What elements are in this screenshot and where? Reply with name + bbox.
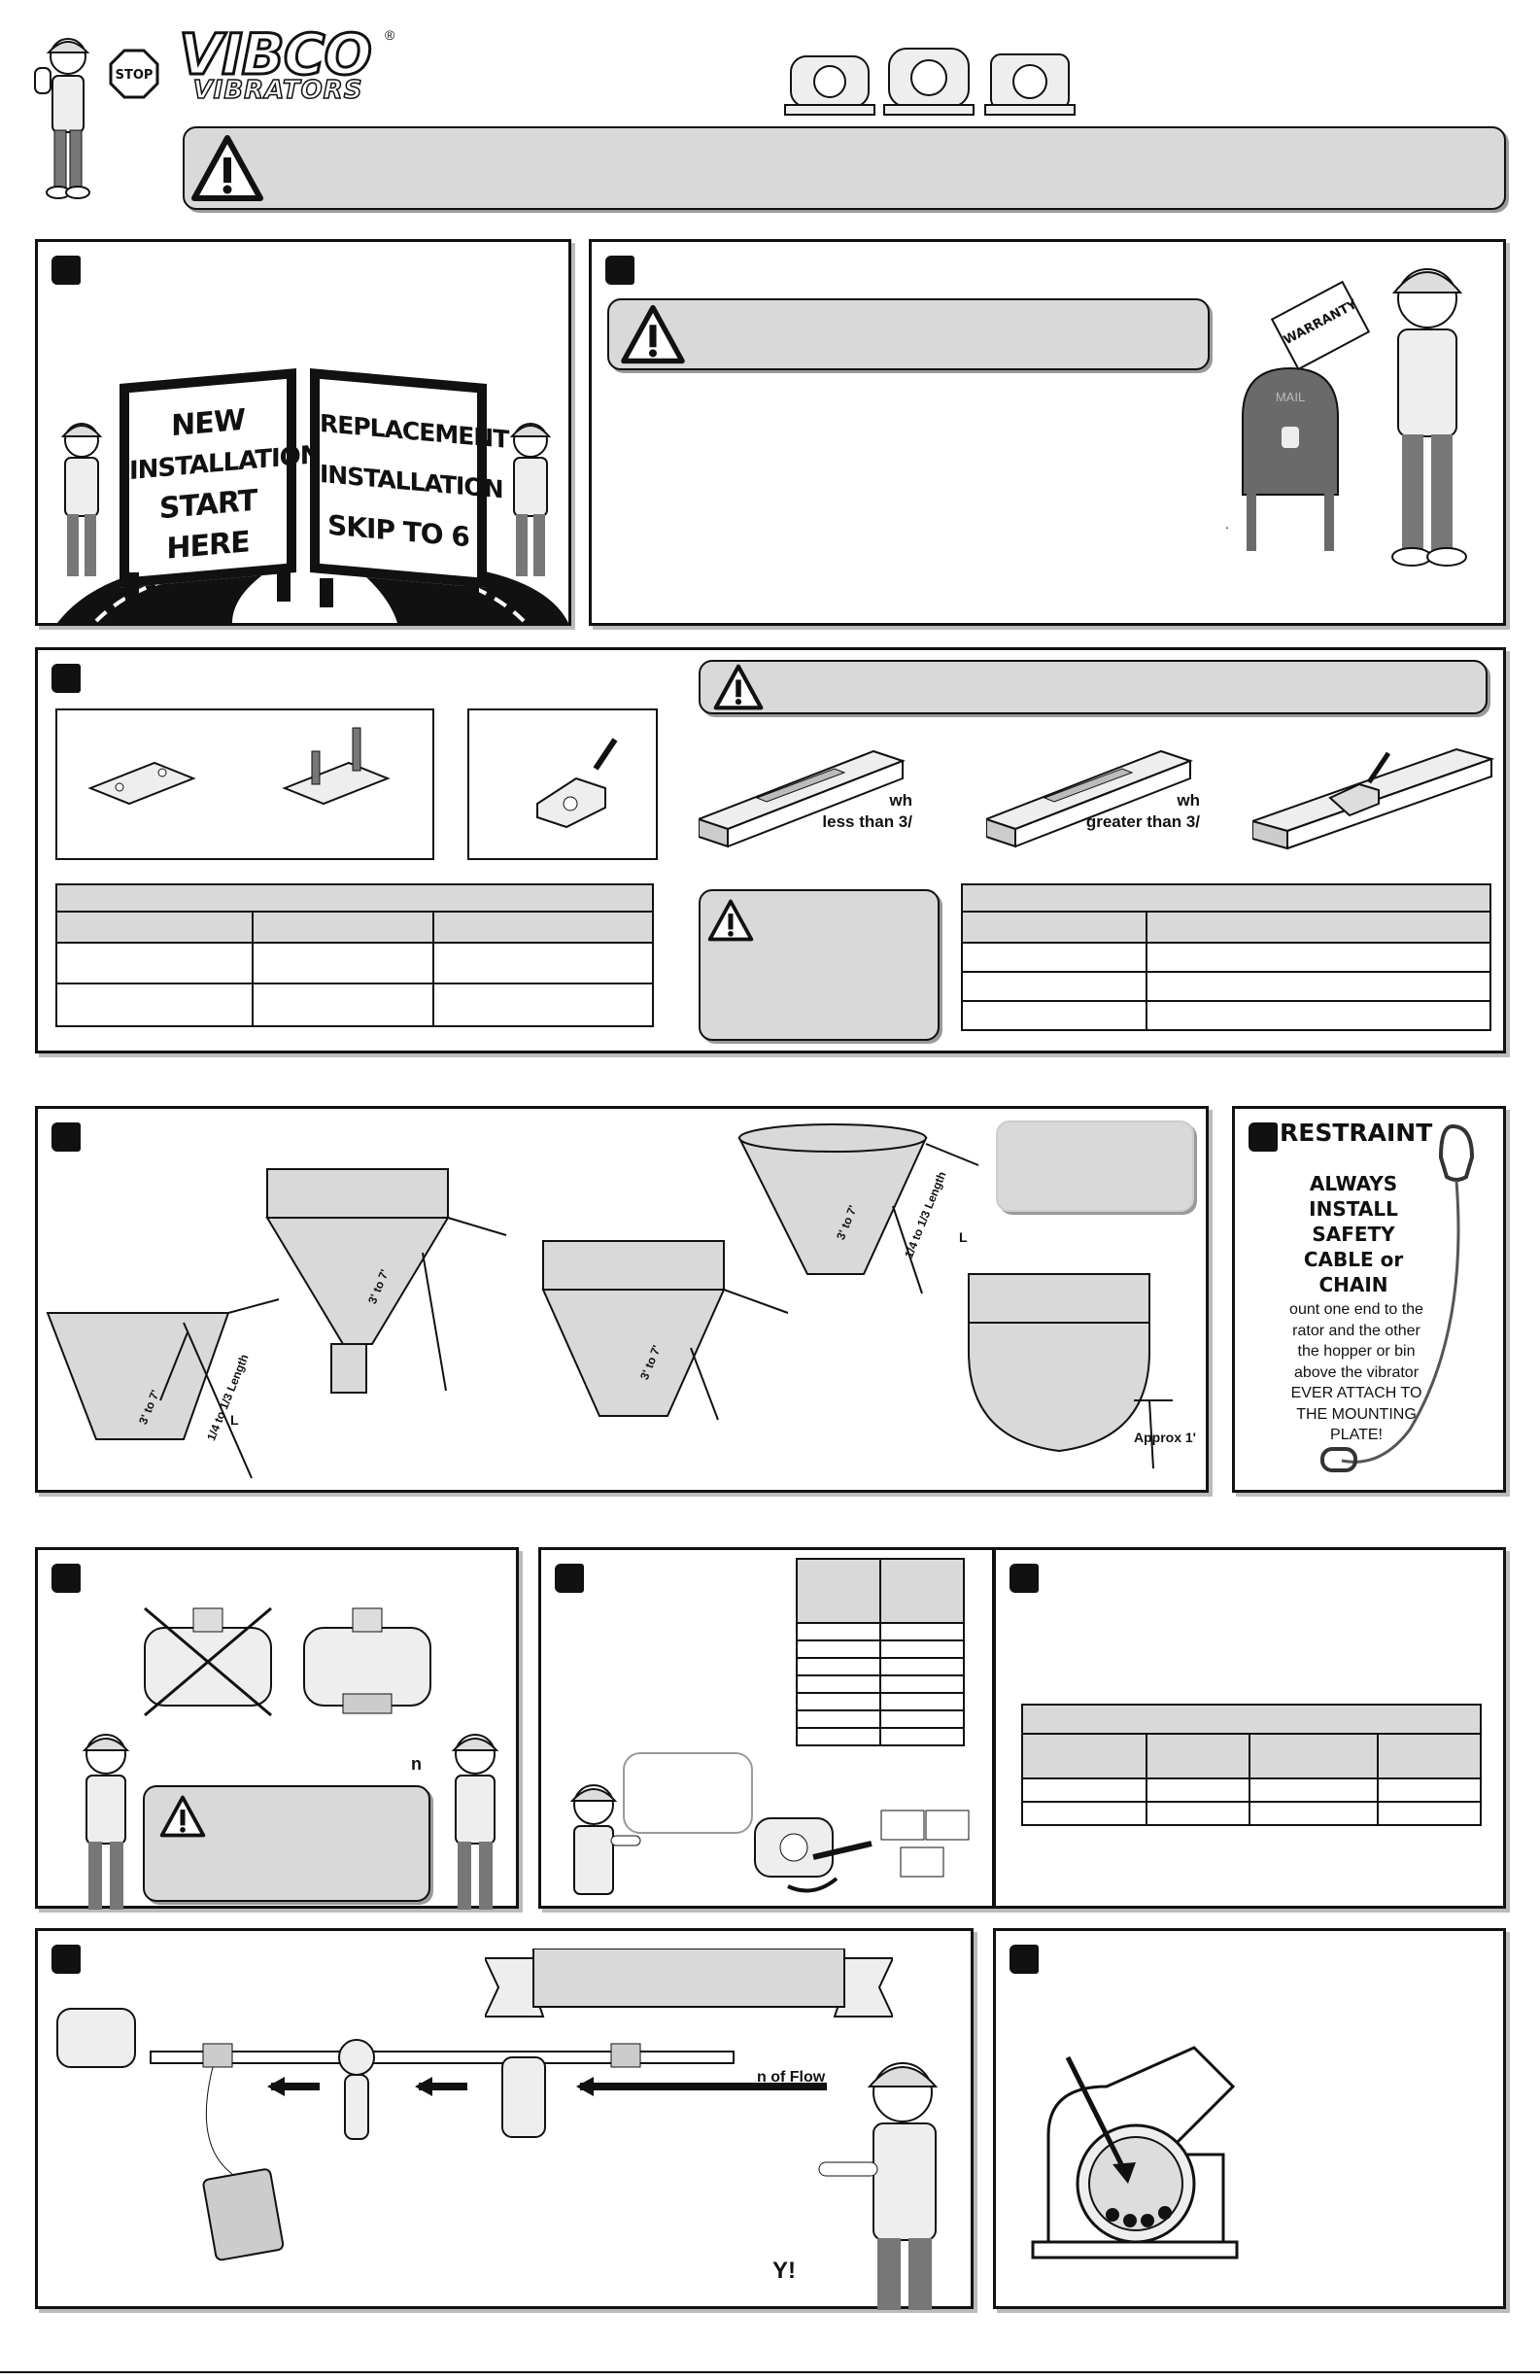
step-marker — [51, 256, 81, 285]
weld-mount-box — [467, 708, 658, 860]
step-marker — [1010, 1564, 1039, 1593]
mailbox-label: MAIL — [1276, 390, 1305, 404]
eccentric-weight-icon — [1019, 2028, 1272, 2286]
location-note-box — [996, 1121, 1194, 1212]
panel-bolt-torque — [538, 1547, 995, 1909]
warranty-warning-bar — [607, 298, 1210, 370]
vibrator-wrong-icon — [135, 1599, 281, 1730]
panel-vibrator-location: 3' to 7' 1/4 to 1/3 Length L 3' to 7' 3'… — [35, 1106, 1209, 1493]
section7-fragment: n — [411, 1754, 422, 1774]
channel-less-note: wh less than 3/ — [786, 790, 912, 833]
specs-table — [1021, 1704, 1482, 1826]
hopper-diagrams — [46, 1123, 1173, 1479]
step-marker — [51, 1122, 81, 1152]
step-marker — [51, 1564, 81, 1593]
footer-rule — [0, 2371, 1540, 2373]
body-line: ount one end to the — [1289, 1301, 1423, 1318]
mount-warning-bar — [699, 660, 1488, 714]
step-marker — [51, 664, 81, 693]
channel-note-line: wh — [1177, 791, 1200, 810]
worker-flow — [815, 2048, 971, 2315]
body-line: above the vibrator — [1293, 1363, 1420, 1381]
approx-label: Approx 1' — [1134, 1430, 1197, 1445]
step-marker — [555, 1564, 584, 1593]
warning-icon — [706, 899, 755, 947]
headline-line: INSTALL — [1309, 1197, 1398, 1221]
mounting-plates-box — [55, 708, 434, 860]
stray-dot: . — [1225, 516, 1229, 532]
panel-restraint: RESTRAINT ALWAYS INSTALL SAFETY CABLE or… — [1232, 1106, 1506, 1493]
worker-pointing — [555, 1776, 642, 1907]
body-line: PLATE! — [1330, 1427, 1383, 1443]
sign-new-installation: NEW INSTALLATION START HERE — [120, 368, 321, 588]
stop-sign-icon: STOP — [109, 49, 159, 99]
brand-logo: VIBCO — [178, 21, 374, 87]
step-marker — [1010, 1945, 1039, 1974]
step-marker — [605, 256, 634, 285]
warning-icon — [619, 304, 687, 369]
vibrator-correct-icon — [294, 1599, 440, 1730]
worker-frown — [67, 1725, 145, 1914]
channel-note-line: greater than 3/ — [1085, 812, 1200, 831]
mount-table-right — [961, 883, 1491, 1031]
body-line: rator and the other — [1292, 1322, 1420, 1339]
channel-note-line: wh — [889, 791, 912, 810]
torque-table — [796, 1558, 965, 1746]
worker-warranty — [1359, 250, 1495, 575]
header-vibrator-images — [777, 27, 1088, 124]
headline-line: ALWAYS — [1309, 1172, 1398, 1195]
channel-note-line: less than 3/ — [822, 812, 912, 831]
banner-ribbon — [483, 1948, 895, 2031]
panel-adjustment — [993, 1928, 1506, 2309]
headline-line: CHAIN — [1318, 1273, 1388, 1296]
shout-text: Y! — [772, 2258, 796, 2284]
warning-icon — [190, 134, 264, 207]
restraint-body: ount one end to the rator and the other … — [1274, 1299, 1439, 1446]
header-warning-bar — [183, 126, 1506, 210]
worker-left — [48, 413, 116, 593]
warranty-card-text: WARRANTY — [1281, 296, 1360, 349]
mount-table-left — [55, 883, 654, 1027]
headline-line: CABLE or — [1303, 1248, 1404, 1271]
orientation-warning-box — [143, 1785, 430, 1902]
safety-cable-icon — [1303, 1119, 1497, 1493]
body-line: THE MOUNTING — [1296, 1405, 1417, 1423]
mount-warning-box — [699, 889, 940, 1041]
flow-direction-label: n of Flow — [757, 2069, 826, 2086]
stop-sign-text: STOP — [116, 68, 154, 83]
worker-smile — [436, 1725, 514, 1914]
body-line: the hopper or bin — [1297, 1343, 1416, 1360]
step-marker — [51, 1945, 81, 1974]
dim-L-1: L — [230, 1412, 239, 1428]
sign-replacement-installation: REPLACEMENT INSTALLATION SKIP TO 6 — [310, 368, 508, 588]
warranty-card-icon: WARRANTY — [1270, 280, 1371, 371]
panel-air-supply: n of Flow Y! — [35, 1928, 974, 2310]
dim-L-4: L — [959, 1229, 968, 1245]
panel-orientation: n — [35, 1547, 519, 1910]
channel-greater-note: wh greater than 3/ — [1029, 790, 1200, 833]
restraint-title: RESTRAINT — [1280, 1119, 1433, 1147]
air-line-diagram — [56, 2008, 827, 2261]
panel-installation-type: NEW INSTALLATION START HERE REPLACEMENT … — [35, 239, 571, 626]
panel-specs — [993, 1547, 1506, 1909]
channel-greater-illustration — [983, 722, 1200, 853]
headline-line: SAFETY — [1312, 1223, 1395, 1246]
worker-right — [496, 413, 565, 593]
header-mascot — [29, 29, 107, 204]
panel-mounting: wh less than 3/ wh greater than 3/ — [35, 647, 1506, 1053]
body-line: EVER ATTACH TO — [1290, 1385, 1422, 1401]
wrench-vibrator-icon — [736, 1809, 988, 1901]
speech-bubble — [623, 1752, 753, 1834]
restraint-headline: ALWAYS INSTALL SAFETY CABLE or CHAIN — [1274, 1171, 1433, 1297]
brand-sub: VIBRATORS — [192, 76, 363, 105]
warning-icon — [712, 664, 765, 715]
mailbox-icon: MAIL — [1237, 359, 1344, 558]
panel-warranty: MAIL WARRANTY . — [589, 239, 1506, 626]
step-marker — [1249, 1122, 1278, 1152]
brand-reg: ® — [385, 27, 395, 43]
channel-weld-illustration — [1249, 714, 1495, 855]
warning-icon — [158, 1795, 207, 1843]
channel-less-illustration — [696, 722, 912, 853]
